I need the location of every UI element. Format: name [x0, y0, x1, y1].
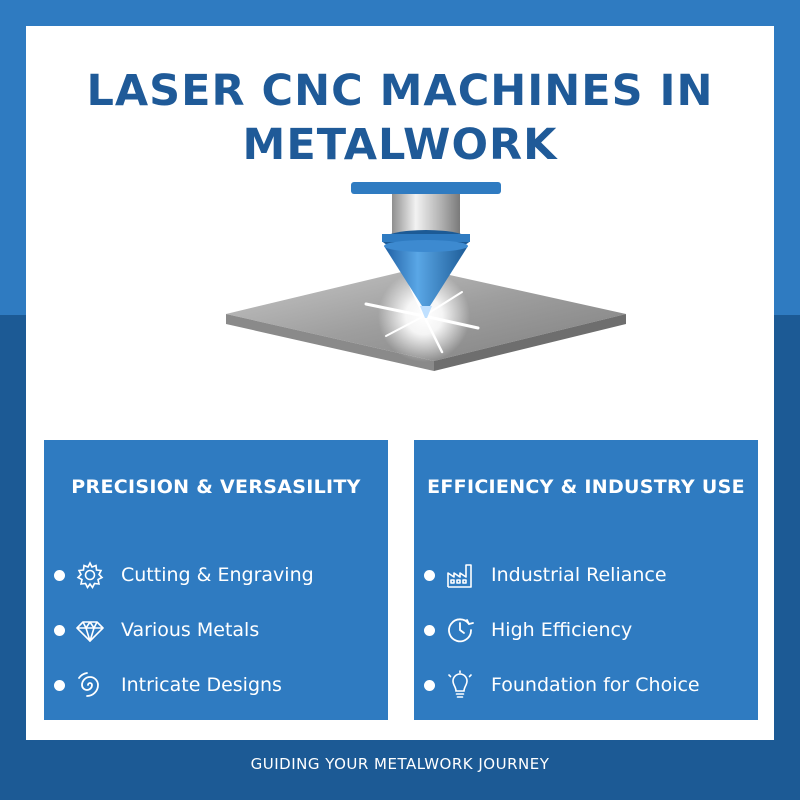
laser-head-mount: [351, 182, 501, 194]
title-line-1: LASER CNC MACHINES IN: [86, 66, 714, 116]
panel-title: EFFICIENCY & INDUSTRY USE: [427, 476, 745, 498]
gear-icon: [75, 560, 105, 590]
list-item: Industrial Reliance: [424, 558, 667, 592]
bullet-dot: [424, 624, 435, 636]
item-label: Various Metals: [121, 619, 260, 641]
item-label: High Efficiency: [491, 619, 633, 641]
efficiency-panel: EFFICIENCY & INDUSTRY USE Industrial Rel…: [414, 440, 758, 720]
list-item: Foundation for Choice: [424, 668, 700, 702]
item-label: Cutting & Engraving: [121, 564, 314, 586]
list-item: Various Metals: [54, 613, 259, 647]
bullet-dot: [54, 569, 65, 581]
footer-tagline: GUIDING YOUR METALWORK JOURNEY: [250, 755, 550, 773]
item-label: Intricate Designs: [121, 674, 282, 696]
item-label: Foundation for Choice: [491, 674, 700, 696]
bullet-dot: [54, 679, 65, 691]
title-line-2: METALWORK: [242, 120, 558, 170]
laser-nozzle: [384, 246, 468, 306]
list-item: High Efficiency: [424, 613, 632, 647]
clock-icon: [445, 615, 475, 645]
laser-cutting-illustration: [206, 156, 646, 436]
precision-panel: PRECISION & VERSASILITY Cutting & Engrav…: [44, 440, 388, 720]
content-card: LASER CNC MACHINES IN METALWORK: [26, 26, 774, 740]
swirl-icon: [75, 670, 105, 700]
lightbulb-icon: [445, 670, 475, 700]
diamond-icon: [75, 615, 105, 645]
bullet-dot: [424, 679, 435, 691]
bullet-dot: [424, 569, 435, 581]
list-item: Cutting & Engraving: [54, 558, 314, 592]
page-title: LASER CNC MACHINES IN METALWORK: [26, 64, 774, 172]
item-label: Industrial Reliance: [491, 564, 667, 586]
panel-title: PRECISION & VERSASILITY: [71, 476, 361, 498]
factory-icon: [445, 560, 475, 590]
list-item: Intricate Designs: [54, 668, 282, 702]
bullet-dot: [54, 624, 65, 636]
